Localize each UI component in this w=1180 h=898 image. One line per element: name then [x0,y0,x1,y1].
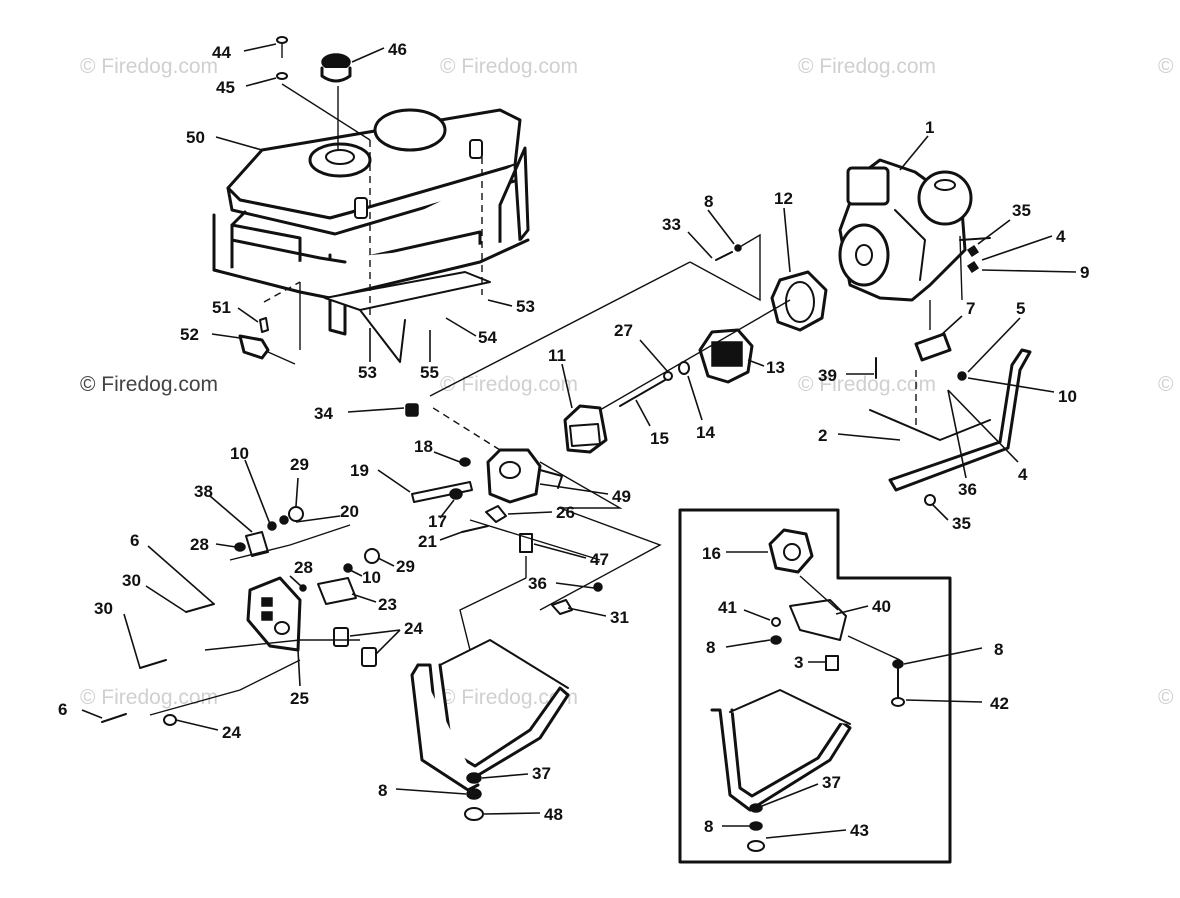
fuel-valve-part [238,317,296,365]
callout-48: 48 [544,805,563,824]
callout-37: 37 [532,764,551,783]
inset-detail-box [678,508,952,864]
callout-28: 28 [190,535,209,554]
callout-45: 45 [216,78,235,97]
through-bolt-part [619,361,690,407]
callout-37: 37 [822,773,841,792]
callout-28: 28 [294,558,313,577]
callout-15: 15 [650,429,669,448]
callout-53: 53 [516,297,535,316]
callout-11: 11 [548,346,566,365]
watermark-text: © Firedog.com [80,373,218,396]
callout-43: 43 [850,821,869,840]
callout-10: 10 [362,568,381,587]
callout-52: 52 [180,325,199,344]
watermark-text: © [1158,373,1174,396]
callout-42: 42 [990,694,1009,713]
watermark-text: © [1158,686,1174,709]
callout-3: 3 [794,653,803,672]
callout-6: 6 [130,531,139,550]
callout-41: 41 [718,598,737,617]
fuel-cap-part [320,53,352,83]
callout-36: 36 [528,574,547,593]
watermark-text: © Firedog.com [440,686,578,709]
callout-10: 10 [1058,387,1077,406]
callout-23: 23 [378,595,397,614]
callout-50: 50 [186,128,205,147]
callout-46: 46 [388,40,407,59]
side-frame-part [869,332,1032,506]
callout-27: 27 [614,321,633,340]
callout-54: 54 [478,328,497,347]
callout-1: 1 [925,118,934,137]
callout-31: 31 [610,608,629,627]
callout-35: 35 [952,514,971,533]
control-panel-part [101,506,380,726]
callout-8: 8 [704,192,713,211]
stator-part [563,404,608,454]
callout-36: 36 [958,480,977,499]
watermark-text: © [1158,55,1174,78]
callout-8: 8 [994,640,1003,659]
screw-part [276,36,288,80]
watermark-text: © Firedog.com [80,55,218,78]
callout-40: 40 [872,597,891,616]
callout-55: 55 [420,363,439,382]
callout-7: 7 [966,299,975,318]
callout-8: 8 [378,781,387,800]
callout-51: 51 [212,298,231,317]
callout-26: 26 [556,503,575,522]
callout-34: 34 [314,404,333,423]
callout-4: 4 [1056,227,1066,246]
callout-12: 12 [774,189,793,208]
engine-hardware-part [715,244,742,261]
fuel-tank-assembly [212,108,530,363]
callout-labels: 44 45 46 50 51 52 53 54 53 55 1 35 4 9 8… [58,40,1089,840]
callout-30: 30 [122,571,141,590]
callout-16: 16 [702,544,721,563]
callout-24: 24 [404,619,423,638]
callout-4: 4 [1018,465,1028,484]
watermark-text: © Firedog.com [80,686,218,709]
callout-17: 17 [428,512,447,531]
callout-18: 18 [414,437,433,456]
callout-29: 29 [290,455,309,474]
callout-38: 38 [194,482,213,501]
callout-10: 10 [230,444,249,463]
callout-25: 25 [290,689,309,708]
callout-6: 6 [58,700,67,719]
callout-53: 53 [358,363,377,382]
callout-30: 30 [94,599,113,618]
callout-47: 47 [590,550,609,569]
rotor-part [698,328,754,384]
base-frame-part [410,639,570,821]
callout-20: 20 [340,502,359,521]
callout-8: 8 [706,638,715,657]
callout-leader-lines [81,43,1077,839]
callout-29: 29 [396,557,415,576]
callout-49: 49 [612,487,631,506]
watermark-text: © Firedog.com [440,373,578,396]
callout-39: 39 [818,366,837,385]
callout-24: 24 [222,723,241,742]
callout-2: 2 [818,426,827,445]
callout-21: 21 [418,532,437,551]
watermark-text: © Firedog.com [440,55,578,78]
watermark-text: © Firedog.com [798,55,936,78]
end-bell-part [486,448,563,504]
callout-44: 44 [212,43,231,62]
watermark-text: © Firedog.com [798,373,936,396]
callout-19: 19 [350,461,369,480]
callout-9: 9 [1080,263,1089,282]
callout-35: 35 [1012,201,1031,220]
callout-13: 13 [766,358,785,377]
flywheel-housing-part [770,270,828,332]
callout-14: 14 [696,423,715,442]
assembly-guide-lines [149,83,963,716]
callout-33: 33 [662,215,681,234]
callout-8: 8 [704,817,713,836]
callout-5: 5 [1016,299,1025,318]
engine-part [838,158,991,302]
